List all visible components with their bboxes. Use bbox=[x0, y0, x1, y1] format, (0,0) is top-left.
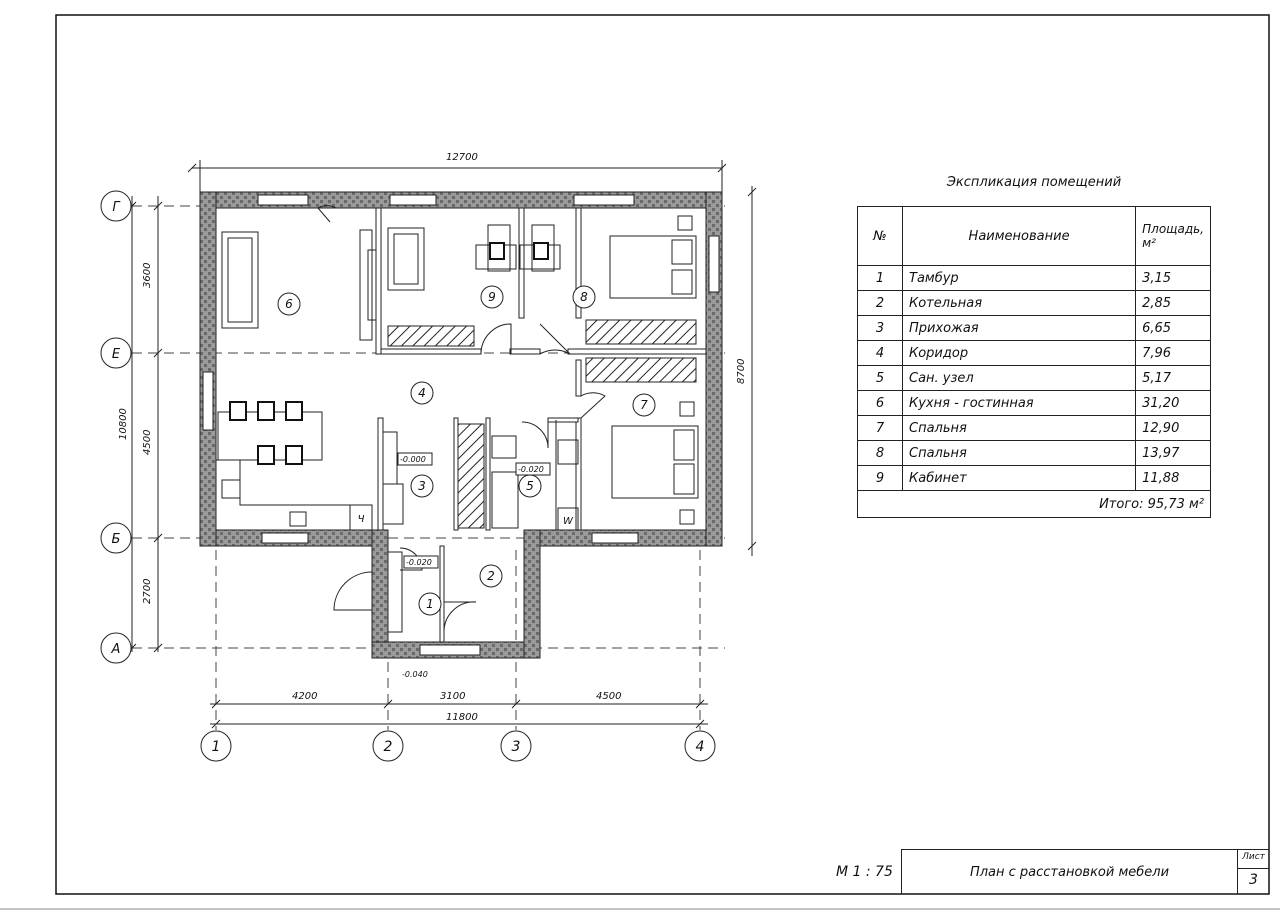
room-tag-8: 8 bbox=[580, 290, 588, 304]
row-area: 5,17 bbox=[1135, 365, 1211, 391]
axis-label-b: Б bbox=[112, 532, 121, 547]
drawing-title-text: План с расстановкой мебели bbox=[969, 864, 1170, 880]
row-area: 11,88 bbox=[1135, 465, 1211, 491]
row-area: 12,90 bbox=[1135, 415, 1211, 441]
dimension-lines bbox=[127, 160, 757, 729]
level-bath: -0.020 bbox=[518, 465, 544, 474]
axis-label-3: 3 bbox=[512, 739, 521, 755]
axis-label-a: А bbox=[111, 642, 121, 657]
sheet-number: 3 bbox=[1249, 872, 1258, 888]
total-row: Итого: 95,73 м² bbox=[857, 490, 1211, 518]
furniture bbox=[216, 215, 699, 633]
row-name: Сан. узел bbox=[901, 365, 1137, 391]
electric-panel-mark: Ч bbox=[358, 514, 365, 525]
dim-top-overall: 12700 bbox=[446, 152, 478, 163]
dim-bottom-4500: 4500 bbox=[596, 691, 621, 702]
doors bbox=[317, 205, 606, 633]
room-tag-4: 4 bbox=[418, 386, 426, 400]
row-name: Прихожая bbox=[901, 315, 1137, 341]
drawing-title: План с расстановкой мебели bbox=[901, 849, 1237, 894]
dim-left-total: 10800 bbox=[118, 408, 129, 440]
total-area: Итого: 95,73 м² bbox=[857, 490, 1211, 518]
row-area: 2,85 bbox=[1135, 290, 1211, 316]
dim-left-2700: 2700 bbox=[142, 579, 153, 604]
dim-bottom-3100: 3100 bbox=[440, 691, 465, 702]
room-tag-6: 6 bbox=[285, 297, 293, 311]
axis-label-1: 1 bbox=[212, 739, 221, 755]
row-num: 6 bbox=[857, 390, 903, 416]
axis-number-bubbles bbox=[200, 730, 716, 762]
desk-chairs bbox=[489, 242, 549, 260]
row-num: 7 bbox=[857, 415, 903, 441]
header-area: Площадь, м² bbox=[1135, 206, 1211, 266]
axis-label-g: Г bbox=[112, 200, 121, 215]
level-hall: -0.000 bbox=[400, 455, 426, 464]
washer-mark: W bbox=[563, 516, 574, 527]
row-area: 31,20 bbox=[1135, 390, 1211, 416]
room-tag-1: 1 bbox=[426, 597, 434, 611]
room-tag-circles bbox=[277, 285, 656, 616]
row-num: 2 bbox=[857, 290, 903, 316]
sheet-number-box: Лист 3 bbox=[1237, 849, 1269, 894]
row-num: 1 bbox=[857, 265, 903, 291]
row-num: 3 bbox=[857, 315, 903, 341]
row-num: 8 bbox=[857, 440, 903, 466]
row-num: 5 bbox=[857, 365, 903, 391]
row-area: 3,15 bbox=[1135, 265, 1211, 291]
row-area: 6,65 bbox=[1135, 315, 1211, 341]
sheet-frame bbox=[55, 14, 1270, 895]
axis-label-e: Е bbox=[112, 347, 121, 362]
dim-left-4500: 4500 bbox=[142, 430, 153, 455]
row-num: 9 bbox=[857, 465, 903, 491]
header-name: Наименование bbox=[901, 206, 1137, 266]
dim-left-3600: 3600 bbox=[142, 263, 153, 288]
sheet-label: Лист bbox=[1238, 852, 1269, 869]
axis-label-2: 2 bbox=[384, 739, 393, 755]
drawing-scale: М 1 : 75 bbox=[836, 864, 893, 880]
axis-label-4: 4 bbox=[696, 739, 705, 755]
row-name: Тамбур bbox=[901, 265, 1137, 291]
row-name: Кухня - гостинная bbox=[901, 390, 1137, 416]
interior-walls bbox=[375, 207, 707, 643]
wardrobes bbox=[387, 319, 697, 529]
level-vestibule: -0.020 bbox=[406, 558, 432, 567]
row-area: 7,96 bbox=[1135, 340, 1211, 366]
room-tag-9: 9 bbox=[488, 290, 496, 304]
row-name: Котельная bbox=[901, 290, 1137, 316]
room-tag-5: 5 bbox=[526, 479, 534, 493]
row-area: 13,97 bbox=[1135, 440, 1211, 466]
row-name: Спальня bbox=[901, 415, 1137, 441]
room-tag-7: 7 bbox=[640, 398, 648, 412]
row-name: Спальня bbox=[901, 440, 1137, 466]
row-name: Кабинет bbox=[901, 465, 1137, 491]
dim-bottom-4200: 4200 bbox=[292, 691, 317, 702]
axis-letter-bubbles bbox=[100, 190, 132, 664]
row-name: Коридор bbox=[901, 340, 1137, 366]
dining-chairs bbox=[229, 401, 303, 465]
windows bbox=[202, 194, 720, 656]
header-num: № bbox=[857, 206, 903, 266]
row-num: 4 bbox=[857, 340, 903, 366]
dim-right-total: 8700 bbox=[736, 359, 747, 384]
dim-bottom-total: 11800 bbox=[446, 712, 478, 723]
level-outside: -0.040 bbox=[402, 670, 428, 679]
room-tag-2: 2 bbox=[487, 569, 495, 583]
room-tag-3: 3 bbox=[418, 479, 426, 493]
explication-title: Экспликация помещений bbox=[946, 175, 1122, 190]
level-marks bbox=[397, 452, 551, 569]
